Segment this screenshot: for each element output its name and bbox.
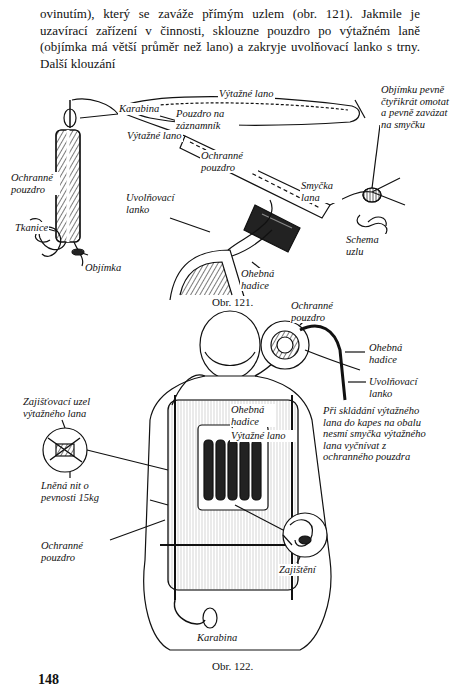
- part-label: Uvolňovací lanko: [125, 192, 185, 215]
- part-label: Ochranné pouzdro: [290, 300, 346, 323]
- part-label: Při skládání výtažného lana do kapes na …: [322, 405, 434, 463]
- figure-caption: Obr. 121.: [212, 296, 253, 309]
- part-label: Objímku pevně čtyřikrát omotat a pevně z…: [380, 84, 454, 130]
- part-label: Karabina: [196, 632, 238, 644]
- part-label: Ohebná hadice: [368, 342, 420, 365]
- part-label: Lněná nit o pevnosti 15kg: [40, 480, 112, 503]
- part-label: Výtažné lano: [230, 430, 296, 442]
- part-label: Ohebná hadice: [230, 404, 276, 427]
- part-label: Ochranné pouzdro: [200, 150, 258, 173]
- page-number: 148: [38, 672, 59, 688]
- part-label: Tkanice: [14, 222, 49, 234]
- part-label: Výtažné lano: [126, 130, 183, 142]
- part-label: Ohebná hadice: [240, 268, 286, 291]
- part-label: Zajišťovací uzel výtažného lana: [22, 396, 116, 419]
- part-label: Schema uzlu: [345, 234, 391, 257]
- part-label: Pouzdro na záznamník: [175, 108, 239, 131]
- body-text: ovinutím), který se zaváže přímým uzlem …: [40, 6, 420, 72]
- part-label: Karabina: [118, 103, 160, 115]
- part-label: Výtažné lano: [218, 88, 275, 100]
- part-label: Uvolňovací lanko: [368, 376, 420, 399]
- part-label: Ochranné pouzdro: [10, 172, 60, 195]
- part-label: Smyčka lana: [300, 180, 342, 203]
- figure-caption: Obr. 122.: [212, 660, 253, 673]
- part-label: Zajištění: [278, 564, 317, 576]
- part-label: Objímka: [84, 262, 122, 274]
- part-label: Ochranné pouzdro: [40, 540, 102, 563]
